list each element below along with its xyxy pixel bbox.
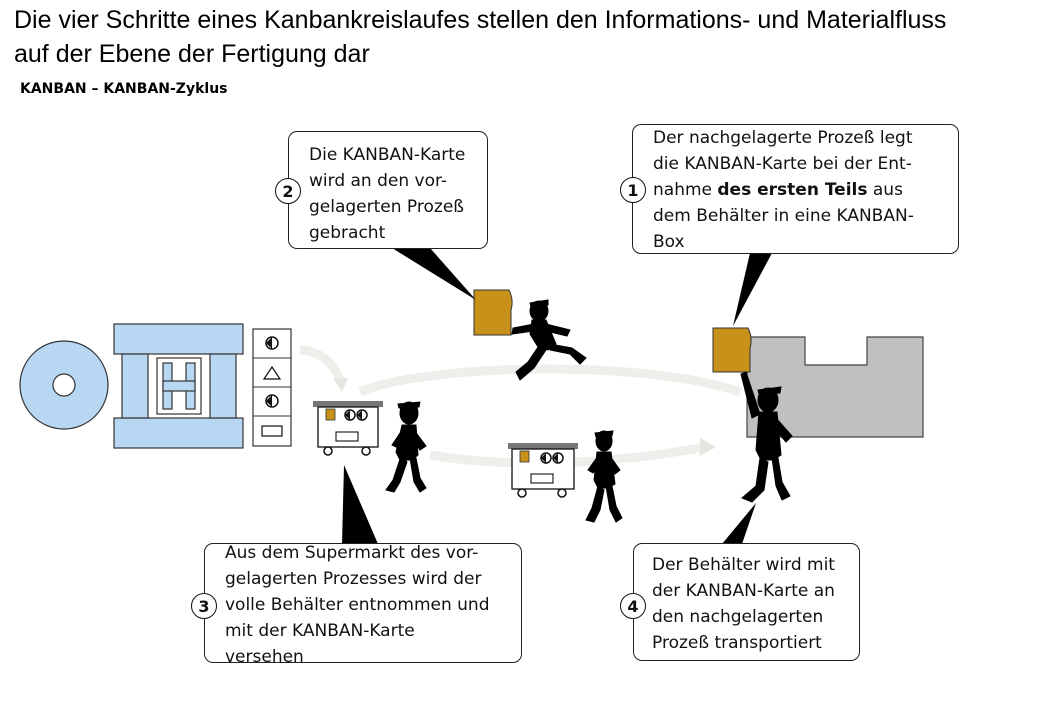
- step-2-line-3: gelagerten Prozeß: [309, 197, 464, 217]
- supermarket-shelf-icon: [252, 328, 292, 447]
- press-machine-icon: [113, 323, 244, 449]
- step-4-line-4: Prozeß transportiert: [652, 633, 822, 653]
- callout-pointer-2: [392, 248, 476, 300]
- step-4-number-badge: 4: [620, 593, 646, 619]
- callout-step-1-text: Der nachgelagerte Prozeß legt die KANBAN…: [653, 125, 914, 255]
- step-1-emphasis: des ersten Teils: [717, 180, 868, 200]
- worker-figure-icon-3: [585, 430, 623, 523]
- callout-pointer-3: [342, 465, 378, 544]
- worker-figure-icon-1: [385, 401, 427, 493]
- step-1-line-5: Box: [653, 232, 685, 252]
- factory-building-icon: [746, 336, 924, 438]
- step-2-line-1: Die KANBAN-Karte: [309, 145, 466, 165]
- kanban-card-icon-2: [712, 327, 752, 373]
- callout-step-2-text: Die KANBAN-Karte wird an den vor- gelage…: [309, 142, 465, 246]
- disk-part-icon: [19, 340, 109, 430]
- step-1-line-1: Der nachgelagerte Prozeß legt: [653, 128, 913, 148]
- kanban-card-icon-1: [473, 289, 513, 336]
- callout-pointer-4: [722, 503, 756, 544]
- cycle-arrowhead-left: [333, 378, 348, 392]
- cart-icon-1: [313, 401, 383, 456]
- callout-step-1: Der nachgelagerte Prozeß legt die KANBAN…: [632, 124, 959, 254]
- callout-step-3: Aus dem Supermarkt des vor- gelagerten P…: [204, 543, 522, 667]
- step-1-line-3b: aus: [867, 180, 903, 200]
- callout-step-2: Die KANBAN-Karte wird an den vor- gelage…: [288, 131, 488, 249]
- step-2-number-badge: 2: [275, 178, 301, 204]
- title-line-2: auf der Ebene der Fertigung dar: [14, 40, 370, 68]
- subtitle: KANBAN – KANBAN-Zyklus: [20, 81, 228, 97]
- step-4-line-1: Der Behälter wird mit: [652, 555, 835, 575]
- step-1-number-badge: 1: [620, 177, 646, 203]
- callout-step-3-text: Aus dem Supermarkt des vor- gelagerten P…: [225, 540, 490, 670]
- step-3-line-1: Aus dem Supermarkt des vor-: [225, 543, 479, 563]
- step-4-line-2: der KANBAN-Karte an: [652, 581, 835, 601]
- step-1-line-3: nahme des ersten Teils aus: [653, 177, 914, 203]
- callout-step-4-text: Der Behälter wird mit der KANBAN-Karte a…: [652, 552, 835, 656]
- step-1-line-3a: nahme: [653, 180, 718, 200]
- step-3-number-badge: 3: [191, 593, 217, 619]
- callout-step-4: Der Behälter wird mit der KANBAN-Karte a…: [633, 543, 860, 661]
- callout-pointer-1: [733, 253, 772, 326]
- step-3-line-2: gelagerten Prozesses wird der: [225, 569, 482, 589]
- step-3-line-5: versehen: [225, 647, 304, 667]
- step-3-line-4: mit der KANBAN-Karte: [225, 621, 415, 641]
- worker-figure-icon-4: [740, 371, 793, 503]
- cart-icon-2: [508, 443, 578, 498]
- worker-figure-icon-2: [511, 299, 587, 381]
- step-3-line-3: volle Behälter entnommen und: [225, 595, 490, 615]
- title-line-1: Die vier Schritte eines Kanbankreislaufe…: [14, 6, 947, 34]
- step-1-line-2: die KANBAN-Karte bei der Ent-: [653, 154, 912, 174]
- step-4-line-3: den nachgelagerten: [652, 607, 824, 627]
- step-2-line-2: wird an den vor-: [309, 171, 448, 191]
- cycle-arrowhead: [700, 438, 716, 456]
- step-1-line-4: dem Behälter in eine KANBAN-: [653, 206, 914, 226]
- step-2-line-4: gebracht: [309, 223, 386, 243]
